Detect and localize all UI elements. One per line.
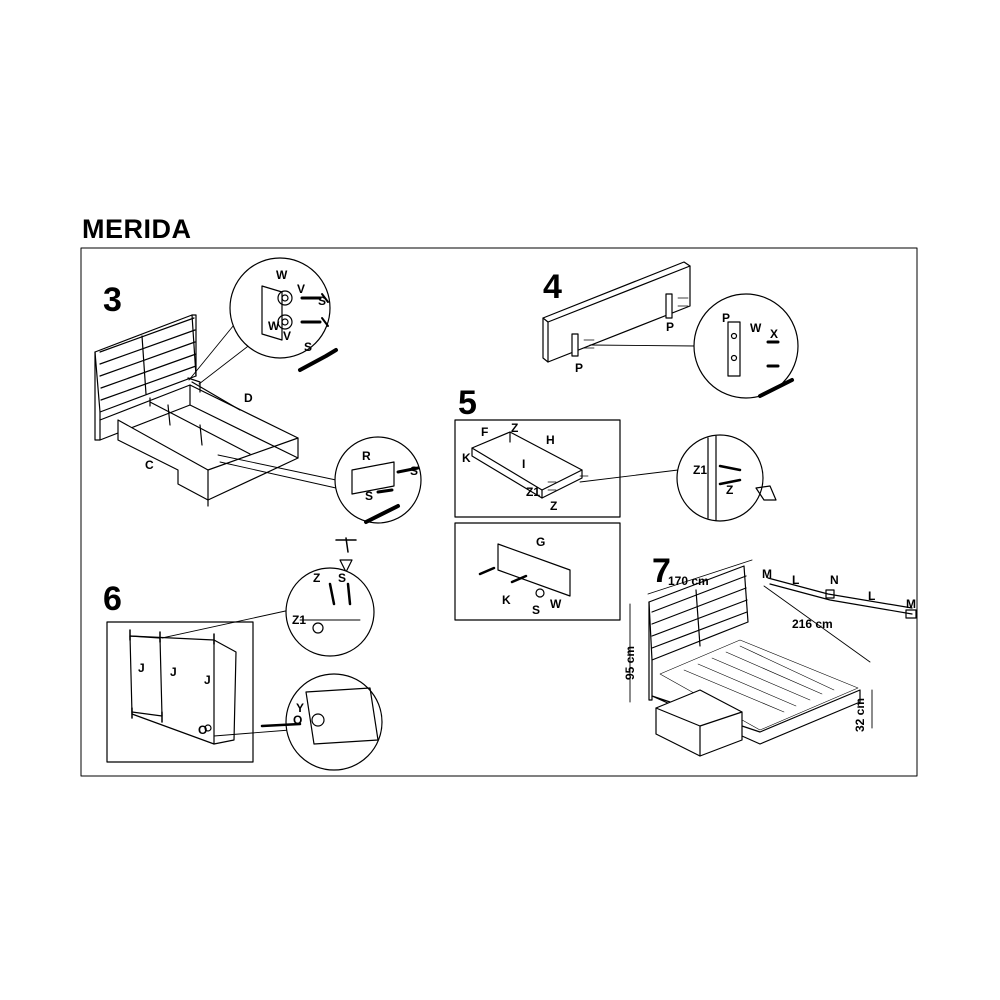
label-w: W (268, 319, 280, 333)
label-s: S (410, 464, 418, 478)
label-l: L (792, 573, 799, 587)
label-k: K (502, 593, 511, 607)
label-f: F (481, 425, 488, 439)
label-w: W (276, 268, 288, 282)
label-j: J (138, 661, 145, 675)
step-3-hinge-bolts (261, 285, 338, 372)
step-7-length: 216 cm (792, 617, 833, 631)
step-5-drawer (471, 431, 589, 499)
step-7-bed (648, 565, 861, 757)
step-3-detail-hinge (229, 257, 331, 359)
label-v: V (297, 282, 305, 296)
step-5-detail-joint (707, 435, 777, 521)
label-g: G (536, 535, 545, 549)
step-7-number: 7 (652, 552, 671, 590)
label-s: S (365, 489, 373, 503)
label-m: M (906, 597, 916, 611)
step-7-height: 95 cm (623, 646, 637, 680)
label-z1: Z1 (526, 485, 540, 499)
step-6-detail-bottom (285, 673, 383, 771)
outer-frame (80, 247, 918, 777)
label-o: O (198, 723, 207, 737)
label-p: P (666, 320, 674, 334)
step-3-bracket-bolts (351, 461, 420, 524)
step-5-detail (676, 434, 764, 522)
step-6-detail-top (285, 567, 375, 657)
label-z: Z (511, 421, 518, 435)
step-3-bed-frame (94, 314, 299, 507)
step-4-detail-bracket (727, 321, 794, 398)
step-3-detail-bracket (334, 436, 422, 524)
label-y: Y (296, 701, 304, 715)
label-r: R (362, 449, 371, 463)
step-4-detail (693, 293, 799, 399)
label-x: X (770, 327, 778, 341)
label-z: Z (726, 483, 733, 497)
step-3-label-d: D (244, 391, 253, 405)
label-z1: Z1 (693, 463, 707, 477)
step-6-frame-box (106, 621, 254, 763)
step-5-drawer-box (454, 419, 621, 518)
label-k: K (462, 451, 471, 465)
step-7-drawer-height: 32 cm (853, 698, 867, 732)
step-5-number: 5 (458, 384, 477, 422)
label-v: V (283, 329, 291, 343)
step-7-width: 170 cm (668, 574, 709, 588)
step-3-label-c: C (145, 458, 154, 472)
label-s: S (304, 340, 312, 354)
step-5-panel (478, 543, 571, 598)
label-z: Z (550, 499, 557, 513)
step-7-slat (767, 577, 917, 619)
label-l: L (868, 589, 875, 603)
label-j: J (170, 665, 177, 679)
label-i: I (522, 457, 525, 471)
label-p: P (575, 361, 583, 375)
step-6-number: 6 (103, 580, 122, 618)
step-4-headboard-panel (542, 261, 691, 363)
step-5-panel-box (454, 522, 621, 621)
step-4-number: 4 (543, 268, 562, 306)
label-s: S (532, 603, 540, 617)
label-j: J (204, 673, 211, 687)
label-p: P (722, 311, 730, 325)
step-6-detail-knob (260, 687, 379, 745)
step-6-detail-screws (299, 582, 361, 634)
label-z: Z (313, 571, 320, 585)
label-h: H (546, 433, 555, 447)
label-m: M (762, 567, 772, 581)
step-6-frame (129, 629, 237, 745)
page-title: MERIDA (82, 214, 192, 244)
step-3-number: 3 (103, 281, 122, 319)
label-n: N (830, 573, 839, 587)
label-o: O (293, 713, 302, 727)
label-s: S (338, 571, 346, 585)
label-w: W (750, 321, 762, 335)
label-w: W (550, 597, 562, 611)
label-s: S (318, 294, 326, 308)
label-z1: Z1 (292, 613, 306, 627)
